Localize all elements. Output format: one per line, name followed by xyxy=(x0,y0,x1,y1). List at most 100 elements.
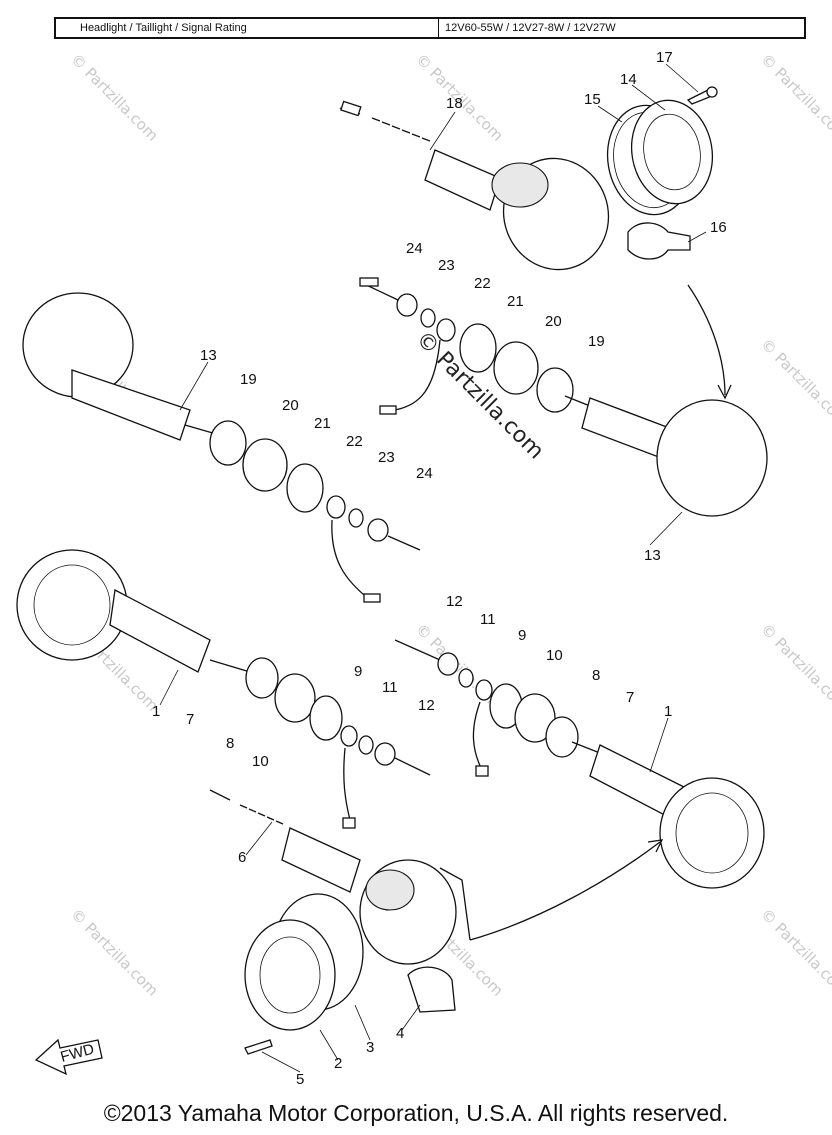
stem-18 xyxy=(424,149,501,211)
callout-19: 19 xyxy=(588,333,605,350)
leader-14 xyxy=(631,84,666,111)
lens-13-right xyxy=(656,399,768,517)
rubber-8-left xyxy=(274,673,316,723)
callout-16: 16 xyxy=(710,219,727,236)
leader-18 xyxy=(429,111,456,151)
callout-13: 13 xyxy=(644,547,661,564)
lens-14-pattern xyxy=(643,113,701,191)
spring-6 xyxy=(239,804,284,825)
watermark-text: © Partzilla.com xyxy=(757,50,832,145)
nut-12-left xyxy=(374,742,396,766)
callout-14: 14 xyxy=(620,71,637,88)
housing-inner-bottom xyxy=(365,869,415,911)
stem-6 xyxy=(281,827,361,893)
lead-9-left xyxy=(343,747,351,821)
washer-22-left xyxy=(326,495,346,519)
callout-17: 17 xyxy=(656,49,673,66)
bulb-16 xyxy=(627,222,691,260)
bracket-front xyxy=(439,867,471,941)
plate-21-left xyxy=(286,463,324,513)
rating-label: Headlight / Taillight / Signal Rating xyxy=(56,19,439,37)
lead-9-right xyxy=(472,701,483,771)
callout-20: 20 xyxy=(545,313,562,330)
nut-24-right xyxy=(396,293,418,317)
connector-18 xyxy=(340,100,362,117)
stem-13-left xyxy=(71,369,191,441)
leader-lines xyxy=(159,63,707,1073)
leader-13a xyxy=(179,361,209,411)
washer-22-right xyxy=(436,318,456,342)
lower-right-signal-assembly xyxy=(394,639,765,889)
washer-11-left xyxy=(358,735,374,755)
callout-18: 18 xyxy=(446,95,463,112)
lead-22-left xyxy=(331,519,371,601)
callout-24: 24 xyxy=(416,465,433,482)
lens-14 xyxy=(630,99,714,205)
leader-1a xyxy=(159,669,179,706)
connector-22-left xyxy=(363,593,381,603)
washer-19-right xyxy=(536,367,574,413)
callout-15: 15 xyxy=(584,91,601,108)
callout-13: 13 xyxy=(200,347,217,364)
plate-10-left xyxy=(309,695,343,741)
connector-9-right xyxy=(475,765,489,777)
watermark-text: © Partzilla.com xyxy=(757,335,832,430)
connector-9-left xyxy=(342,817,356,829)
leader-13b xyxy=(649,511,683,546)
washer-7-right xyxy=(545,716,579,758)
callout-6: 6 xyxy=(238,849,246,866)
callout-8: 8 xyxy=(592,667,600,684)
watermark-text: © Partzilla.com xyxy=(67,50,162,145)
bulb-4 xyxy=(407,966,456,1013)
callout-3: 3 xyxy=(366,1039,374,1056)
callout-9: 9 xyxy=(354,663,362,680)
wire-24-left xyxy=(387,535,421,551)
leader-15 xyxy=(597,105,623,123)
callout-21: 21 xyxy=(314,415,331,432)
leader-2 xyxy=(319,1029,339,1061)
callout-8: 8 xyxy=(226,735,234,752)
lens-2-pattern xyxy=(259,936,321,1014)
callout-23: 23 xyxy=(438,257,455,274)
callout-21: 21 xyxy=(507,293,524,310)
leader-17 xyxy=(665,63,699,93)
callout-20: 20 xyxy=(282,397,299,414)
fwd-arrow-shape xyxy=(34,1038,103,1076)
washer-9-left xyxy=(340,725,358,747)
lens-2 xyxy=(244,919,336,1031)
callout-7: 7 xyxy=(186,711,194,728)
connector-22-right xyxy=(379,405,397,415)
screw-17-head xyxy=(706,86,718,98)
lower-left-signal-assembly xyxy=(16,549,431,829)
callout-12: 12 xyxy=(446,593,463,610)
spring-18 xyxy=(371,117,431,142)
rubber-8-right xyxy=(514,693,556,743)
washer-7-left xyxy=(245,657,279,699)
wire-12-right xyxy=(394,639,441,661)
left-upper-signal-assembly xyxy=(22,292,421,603)
leader-16 xyxy=(687,231,707,243)
stem-1-left xyxy=(109,588,211,673)
wire-6 xyxy=(209,789,231,801)
nut-24-left xyxy=(367,518,389,542)
connector-24-right xyxy=(359,277,379,287)
callout-2: 2 xyxy=(334,1055,342,1072)
callout-22: 22 xyxy=(474,275,491,292)
wire-12-left xyxy=(394,757,431,776)
callout-4: 4 xyxy=(396,1025,404,1042)
callout-1: 1 xyxy=(152,703,160,720)
copyright-notice: ©2013 Yamaha Motor Corporation, U.S.A. A… xyxy=(103,1100,729,1126)
fwd-arrow-icon: FWD xyxy=(34,1038,103,1076)
bolt-1-left xyxy=(209,659,251,673)
callout-22: 22 xyxy=(346,433,363,450)
callouts: 18 17 14 15 16 24 23 22 21 20 19 13 19 2… xyxy=(152,49,727,1088)
callout-7: 7 xyxy=(626,689,634,706)
lead-22-right xyxy=(394,339,441,411)
plate-21-right xyxy=(459,323,497,373)
nut-12-right xyxy=(437,652,459,676)
callout-10: 10 xyxy=(252,753,269,770)
lens-1-right-pattern xyxy=(675,792,749,874)
bulb-socket-top xyxy=(491,162,549,208)
washer-9-right xyxy=(475,679,493,701)
